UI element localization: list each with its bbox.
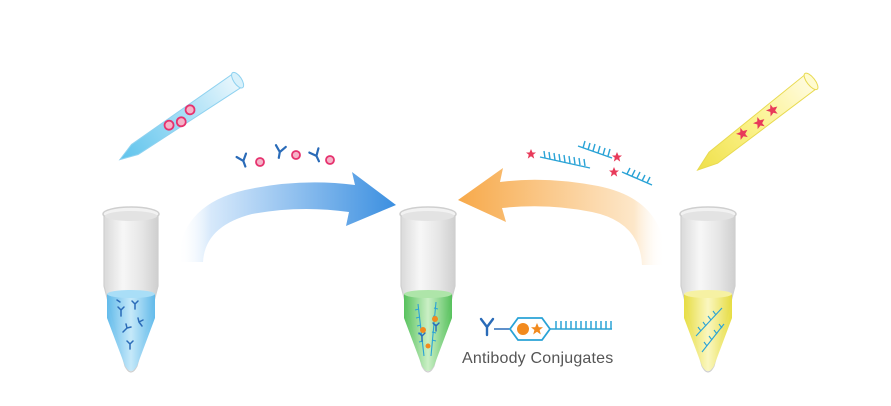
green-liquid <box>404 294 452 371</box>
blue-arrow-icon <box>178 172 396 262</box>
bead-icon <box>163 104 196 131</box>
pipette-yellow-icon <box>696 72 819 171</box>
tube-right <box>679 206 737 373</box>
antibody-bead-group <box>235 144 335 170</box>
tube-center <box>399 206 457 373</box>
oligo-star-group <box>526 140 653 186</box>
antibody-conjugate-icon <box>479 317 612 341</box>
orange-arrow-icon <box>458 168 666 265</box>
tube-left <box>102 206 160 373</box>
blue-liquid <box>107 294 155 371</box>
antibody-conjugates-label: Antibody Conjugates <box>462 350 614 367</box>
pipette-blue-icon <box>118 71 245 161</box>
yellow-liquid <box>684 294 732 371</box>
star-icon <box>735 104 778 140</box>
